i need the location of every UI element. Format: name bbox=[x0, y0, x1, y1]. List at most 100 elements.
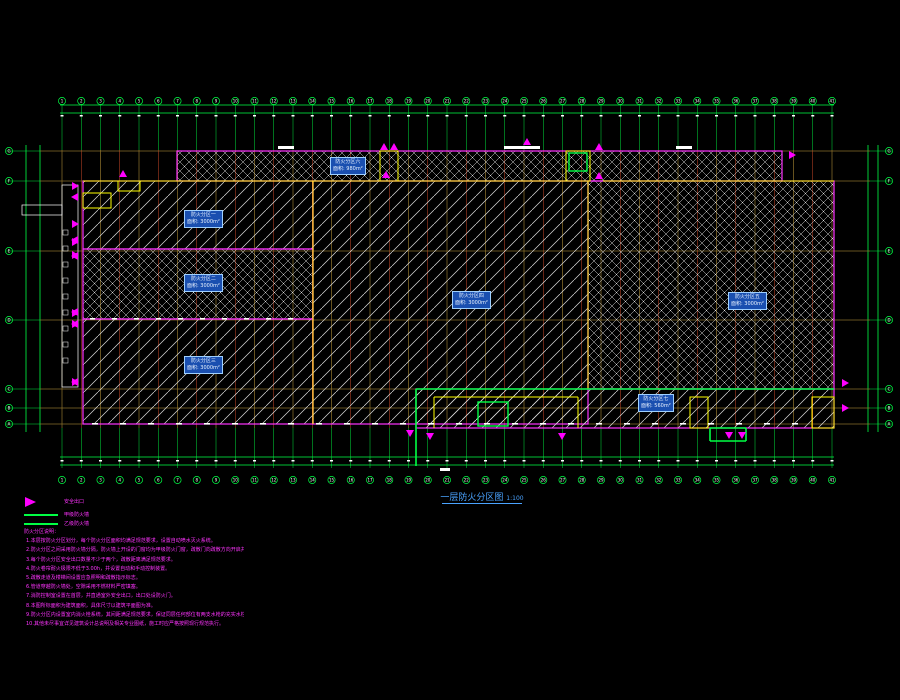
dimension-tick bbox=[426, 115, 430, 117]
axis-label-text: 31 bbox=[637, 478, 643, 483]
axis-bubble bbox=[404, 476, 413, 484]
axis-bubble bbox=[289, 476, 297, 484]
exit-arrow-icon bbox=[390, 143, 398, 150]
exit-triangle-icon bbox=[25, 497, 36, 507]
axis-label-text: C bbox=[8, 387, 11, 392]
axis-bubble bbox=[5, 247, 13, 255]
axis-bubble bbox=[539, 476, 548, 484]
axis-bubble bbox=[770, 476, 779, 484]
axis-bubble bbox=[173, 97, 182, 105]
axis-label-text: 40 bbox=[810, 478, 816, 483]
dimension-tick bbox=[253, 115, 256, 117]
axis-label-text: 5 bbox=[138, 99, 141, 104]
firewall-b-line-icon bbox=[24, 523, 58, 525]
dimension-tick bbox=[772, 460, 776, 462]
axis-bubble bbox=[308, 476, 317, 484]
west-corridor bbox=[61, 184, 79, 388]
plan-scale: 1:100 bbox=[506, 495, 524, 502]
dimension-tick bbox=[176, 115, 179, 117]
axis-bubble bbox=[789, 97, 798, 105]
dimension-tick bbox=[715, 460, 718, 462]
door-mark bbox=[440, 468, 450, 471]
axis-label-text: 22 bbox=[464, 99, 470, 104]
axis-label-text: 41 bbox=[829, 99, 835, 104]
axis-bubble bbox=[693, 476, 702, 484]
door-mark bbox=[792, 423, 798, 425]
dimension-tick bbox=[657, 460, 661, 462]
dimension-tick bbox=[484, 115, 487, 117]
dimension-tick bbox=[310, 115, 314, 117]
dimension-tick bbox=[830, 115, 834, 117]
dimension-tick bbox=[445, 460, 449, 462]
axis-bubble bbox=[346, 476, 355, 484]
axis-label-text: E bbox=[8, 249, 11, 254]
dimension-tick bbox=[618, 460, 622, 462]
axis-bubble bbox=[154, 476, 163, 484]
dimension-tick bbox=[541, 460, 545, 462]
dimension-tick bbox=[99, 115, 102, 117]
door-mark bbox=[316, 423, 322, 425]
axis-bubble bbox=[885, 404, 893, 412]
axis-label-text: 32 bbox=[656, 478, 662, 483]
axis-label-text: 40 bbox=[810, 99, 816, 104]
dimension-tick bbox=[214, 460, 218, 462]
axis-bubble bbox=[500, 97, 509, 105]
dimension-tick bbox=[522, 115, 526, 117]
door-mark bbox=[260, 423, 266, 425]
axis-label-text: 30 bbox=[618, 99, 624, 104]
axis-bubble bbox=[885, 316, 893, 324]
stair-room bbox=[689, 396, 709, 429]
axis-label-text: 6 bbox=[157, 99, 160, 104]
axis-label-text: F bbox=[8, 179, 11, 184]
fire-shutter-zone bbox=[568, 152, 588, 172]
dimension-tick bbox=[464, 115, 468, 117]
dimension-tick bbox=[830, 460, 834, 462]
axis-label-text: 32 bbox=[656, 99, 662, 104]
dimension-tick bbox=[445, 115, 449, 117]
note-line: 6.管道穿越防火墙处，空隙采用不燃材料严密填塞。 bbox=[26, 584, 141, 591]
fire-zone-6 bbox=[176, 150, 783, 182]
axis-label-text: 41 bbox=[829, 478, 835, 483]
dimension-tick bbox=[715, 115, 718, 117]
dimension-tick bbox=[792, 115, 795, 117]
axis-bubble bbox=[828, 97, 836, 105]
axis-label-text: 6 bbox=[157, 478, 160, 483]
axis-bubble bbox=[115, 476, 124, 484]
axis-bubble bbox=[808, 476, 817, 484]
axis-bubble bbox=[135, 476, 143, 484]
axis-label-text: 25 bbox=[521, 478, 527, 483]
door-mark bbox=[456, 423, 462, 425]
dimension-tick bbox=[310, 460, 314, 462]
stair-room bbox=[117, 180, 141, 192]
axis-label-text: E bbox=[888, 249, 891, 254]
dimension-tick bbox=[60, 115, 64, 117]
dimension-tick bbox=[522, 460, 526, 462]
door-mark bbox=[624, 423, 630, 425]
axis-label-text: 33 bbox=[675, 478, 681, 483]
note-line: 9.防火分区内设置室内消火栓系统，其间距满足规范要求，保证同层任何部位有两支水枪… bbox=[26, 611, 244, 618]
axis-bubble bbox=[654, 97, 663, 105]
dimension-tick bbox=[811, 115, 815, 117]
dimension-tick bbox=[195, 460, 199, 462]
column-marker bbox=[62, 357, 69, 364]
door-mark bbox=[676, 146, 692, 149]
exit-arrow-icon bbox=[595, 143, 603, 150]
axis-bubble bbox=[885, 247, 893, 255]
dimension-tick bbox=[214, 115, 218, 117]
zone-tag-2: 防火分区二 面积: 3000m² bbox=[184, 274, 223, 292]
axis-bubble bbox=[96, 476, 105, 484]
axis-label-text: D bbox=[887, 318, 890, 323]
axis-bubble bbox=[751, 476, 759, 484]
dimension-tick bbox=[368, 115, 372, 117]
axis-label-text: 7 bbox=[176, 478, 179, 483]
axis-label-text: 19 bbox=[406, 478, 412, 483]
legend-label-firewall-b: 乙级防火墙 bbox=[64, 521, 90, 527]
dimension-tick bbox=[272, 115, 276, 117]
dimension-tick bbox=[792, 460, 795, 462]
axis-bubble bbox=[58, 97, 66, 105]
dimension-tick bbox=[753, 115, 757, 117]
axis-label-text: 23 bbox=[483, 99, 489, 104]
axis-bubble bbox=[885, 177, 893, 185]
axis-label-text: G bbox=[887, 149, 890, 154]
